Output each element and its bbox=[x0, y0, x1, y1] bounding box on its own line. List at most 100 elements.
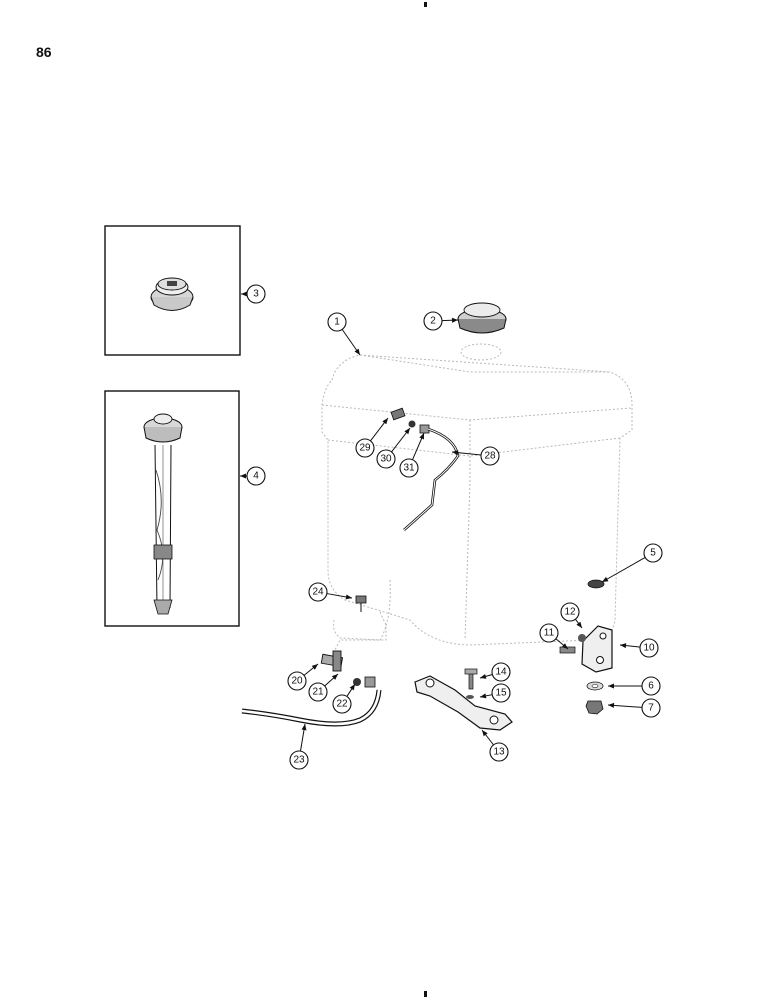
callout-21: 21 bbox=[308, 673, 339, 702]
leader-arrowhead-31 bbox=[419, 433, 424, 440]
leader-arrowhead-15 bbox=[480, 693, 487, 699]
callout-number-11: 11 bbox=[544, 628, 555, 639]
callout-circle-24 bbox=[308, 582, 328, 602]
leader-arrowhead-21 bbox=[331, 674, 338, 680]
leader-arrowhead-2 bbox=[451, 317, 458, 323]
leader-arrowhead-24 bbox=[345, 594, 352, 600]
callout-circle-10 bbox=[639, 638, 659, 658]
callout-number-1: 1 bbox=[334, 317, 340, 328]
callout-circle-6 bbox=[641, 676, 661, 696]
callout-number-3: 3 bbox=[253, 289, 259, 300]
vent-line bbox=[403, 427, 460, 531]
leader-arrowhead-12 bbox=[576, 621, 582, 628]
callout-circle-20 bbox=[287, 671, 307, 691]
leader-arrowhead-5 bbox=[602, 576, 609, 582]
leader-arrowhead-28 bbox=[452, 450, 459, 456]
callout-number-23: 23 bbox=[293, 755, 305, 766]
leader-arrowhead-7 bbox=[608, 702, 615, 708]
callout-number-22: 22 bbox=[336, 699, 348, 710]
fuel-line-assembly bbox=[241, 650, 382, 727]
callout-circle-21 bbox=[308, 682, 328, 702]
callout-7: 7 bbox=[607, 698, 661, 718]
callout-28: 28 bbox=[451, 446, 500, 466]
callout-circle-7 bbox=[641, 698, 661, 718]
callout-number-24: 24 bbox=[312, 587, 324, 598]
leader-arrowhead-10 bbox=[620, 643, 627, 649]
callout-circle-12 bbox=[560, 602, 580, 622]
callout-circle-14 bbox=[491, 662, 511, 682]
callout-circle-30 bbox=[376, 449, 396, 469]
leader-arrowhead-13 bbox=[482, 730, 488, 737]
callout-circle-15 bbox=[491, 683, 511, 703]
callout-14: 14 bbox=[479, 662, 511, 682]
callout-number-15: 15 bbox=[495, 688, 507, 699]
fuel-tank bbox=[321, 343, 633, 646]
callout-6: 6 bbox=[608, 676, 661, 696]
callout-20: 20 bbox=[287, 663, 319, 691]
callout-22: 22 bbox=[332, 683, 356, 714]
callout-circle-22 bbox=[332, 694, 352, 714]
page-number: 86 bbox=[36, 44, 52, 60]
callout-number-30: 30 bbox=[380, 454, 392, 465]
callout-circle-23 bbox=[289, 750, 309, 770]
leader-arrowhead-3 bbox=[241, 291, 247, 297]
leader-arrowhead-1 bbox=[354, 348, 360, 355]
callout-number-2: 2 bbox=[430, 316, 436, 327]
leader-arrowhead-30 bbox=[404, 428, 410, 435]
angle-bracket-hardware bbox=[559, 625, 613, 715]
fuel-cap-icon bbox=[150, 277, 194, 311]
callout-2: 2 bbox=[423, 311, 459, 331]
callout-30: 30 bbox=[376, 427, 411, 469]
filler-cap-part bbox=[457, 302, 507, 334]
callout-4: 4 bbox=[240, 466, 266, 486]
vent-fittings bbox=[390, 407, 460, 531]
leader-arrowhead-29 bbox=[382, 418, 388, 425]
callout-number-10: 10 bbox=[643, 643, 655, 654]
callout-number-14: 14 bbox=[495, 667, 507, 678]
leader-arrowhead-4 bbox=[240, 473, 246, 479]
callout-circle-13 bbox=[489, 742, 509, 762]
callout-1: 1 bbox=[327, 312, 361, 356]
leader-arrowhead-14 bbox=[480, 673, 487, 679]
leader-arrowhead-23 bbox=[301, 724, 307, 731]
callout-5: 5 bbox=[601, 543, 663, 583]
callout-12: 12 bbox=[560, 602, 583, 629]
callout-number-4: 4 bbox=[253, 471, 259, 482]
leader-arrowhead-6 bbox=[608, 683, 614, 689]
drain-grommet bbox=[587, 579, 605, 589]
callout-circle-4 bbox=[246, 466, 266, 486]
callout-number-13: 13 bbox=[493, 747, 505, 758]
leader-arrowhead-11 bbox=[561, 643, 568, 649]
callout-circle-11 bbox=[539, 623, 559, 643]
callout-24: 24 bbox=[308, 582, 353, 602]
shutoff-valve bbox=[334, 595, 387, 651]
callout-number-20: 20 bbox=[291, 676, 303, 687]
inset-box-fuel-cap bbox=[104, 225, 241, 356]
callout-circle-28 bbox=[480, 446, 500, 466]
callout-circle-3 bbox=[246, 284, 266, 304]
leader-arrowhead-20 bbox=[311, 664, 318, 670]
callout-15: 15 bbox=[479, 683, 511, 703]
callout-29: 29 bbox=[355, 417, 389, 458]
callout-circle-1 bbox=[327, 312, 347, 332]
callout-circle-5 bbox=[643, 543, 663, 563]
callout-number-28: 28 bbox=[484, 451, 496, 462]
callout-number-29: 29 bbox=[359, 443, 371, 454]
callout-23: 23 bbox=[289, 723, 309, 770]
callout-circle-2 bbox=[423, 311, 443, 331]
callout-31: 31 bbox=[399, 432, 425, 478]
leader-arrowhead-22 bbox=[349, 684, 355, 691]
callout-11: 11 bbox=[539, 623, 569, 650]
callout-circle-29 bbox=[355, 438, 375, 458]
fuel-gauge-sender-icon bbox=[143, 413, 183, 615]
callout-number-21: 21 bbox=[312, 687, 324, 698]
callout-number-5: 5 bbox=[650, 548, 656, 559]
leader-line-5 bbox=[601, 557, 646, 583]
callout-number-7: 7 bbox=[648, 703, 654, 714]
inset-box-fuel-gauge bbox=[104, 390, 240, 627]
callout-10: 10 bbox=[619, 638, 659, 658]
callout-number-31: 31 bbox=[403, 463, 415, 474]
callout-number-12: 12 bbox=[564, 607, 576, 618]
callout-number-6: 6 bbox=[648, 681, 654, 692]
